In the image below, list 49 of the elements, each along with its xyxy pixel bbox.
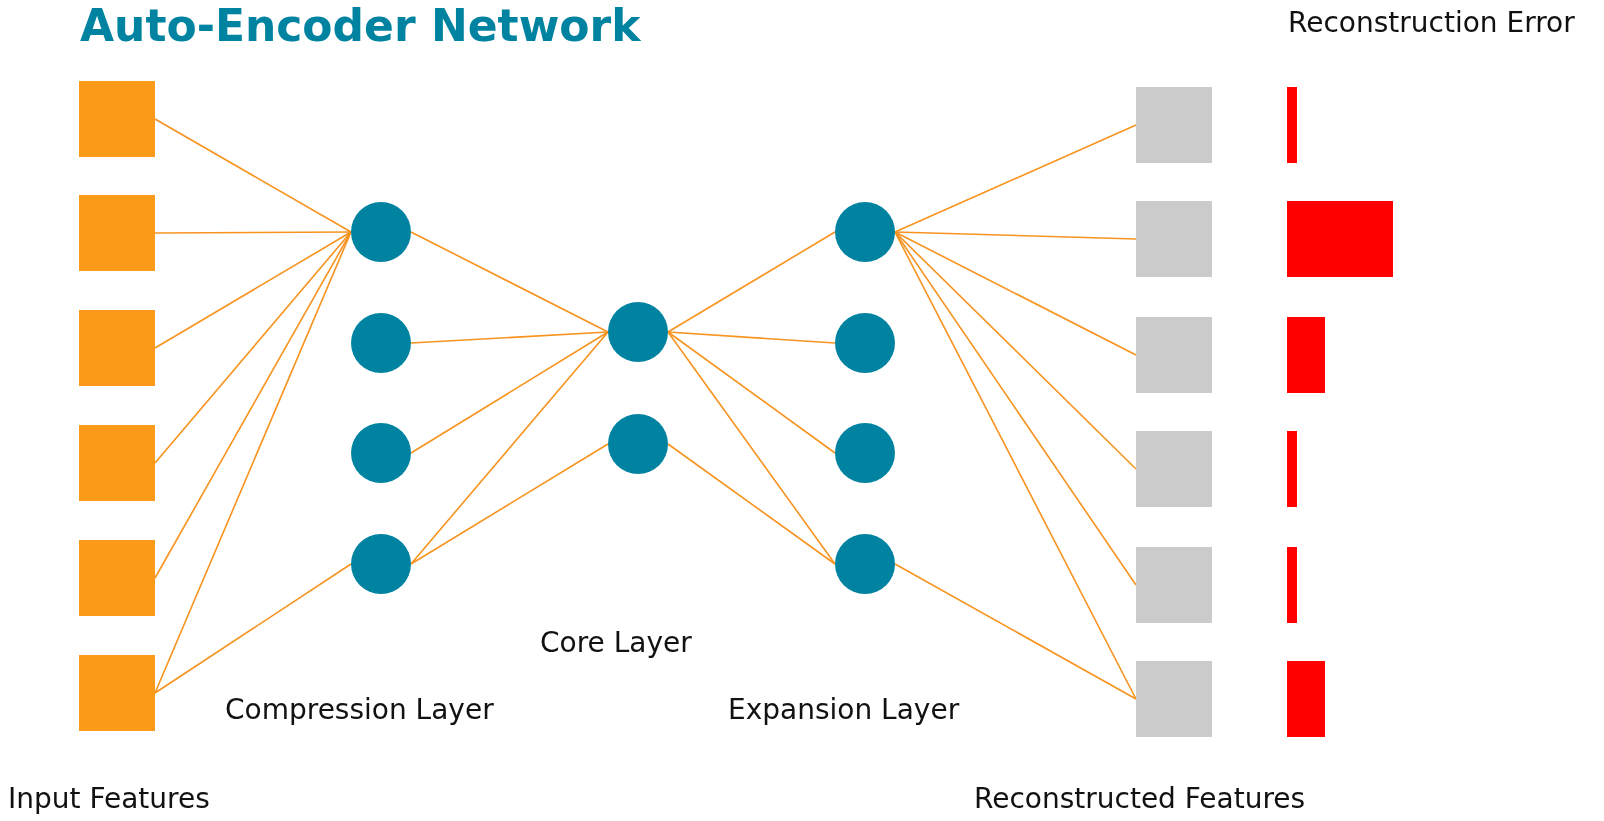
feature-square — [1136, 431, 1212, 507]
neuron-circle — [835, 313, 895, 373]
feature-square — [79, 195, 155, 271]
neuron-circle — [351, 202, 411, 262]
connector-line — [154, 231, 352, 349]
neuron-circle — [351, 313, 411, 373]
connector-line — [894, 124, 1137, 233]
connector-line — [894, 563, 1137, 700]
layer-label: Expansion Layer — [728, 693, 960, 727]
feature-square — [1136, 547, 1212, 623]
layer-label: Reconstructed Features — [974, 782, 1306, 816]
layer-label: Compression Layer — [225, 693, 494, 727]
connector-line — [667, 331, 836, 565]
connector-line — [154, 563, 352, 694]
layer-label: Reconstruction Error — [1288, 6, 1575, 40]
connector-line — [894, 231, 1137, 356]
connector-line — [667, 331, 836, 344]
neuron-circle — [608, 414, 668, 474]
feature-square — [79, 310, 155, 386]
neuron-circle — [835, 423, 895, 483]
connector-line — [154, 231, 352, 234]
connector-line — [410, 331, 609, 454]
connector-line — [410, 331, 609, 344]
neuron-circle — [608, 302, 668, 362]
feature-square — [1136, 661, 1212, 737]
connector-line — [154, 231, 352, 464]
feature-square — [79, 425, 155, 501]
feature-square — [1136, 201, 1212, 277]
diagram-title: Auto-Encoder Network — [80, 2, 641, 51]
connector-line — [410, 231, 609, 333]
feature-square — [1136, 317, 1212, 393]
connector-line — [667, 443, 836, 565]
layer-label: Core Layer — [540, 626, 692, 660]
connector-line — [410, 443, 609, 565]
connector-line — [410, 331, 609, 565]
connector-line — [667, 231, 836, 333]
neuron-circle — [835, 202, 895, 262]
feature-square — [1136, 87, 1212, 163]
feature-square — [79, 81, 155, 157]
connector-line — [667, 331, 836, 454]
connector-line — [894, 231, 1137, 470]
connector-line — [894, 231, 1137, 240]
neuron-circle — [351, 423, 411, 483]
feature-square — [79, 655, 155, 731]
neuron-circle — [351, 534, 411, 594]
feature-square — [79, 540, 155, 616]
layer-label: Input Features — [8, 782, 210, 816]
neuron-circle — [835, 534, 895, 594]
connector-line — [154, 118, 352, 233]
